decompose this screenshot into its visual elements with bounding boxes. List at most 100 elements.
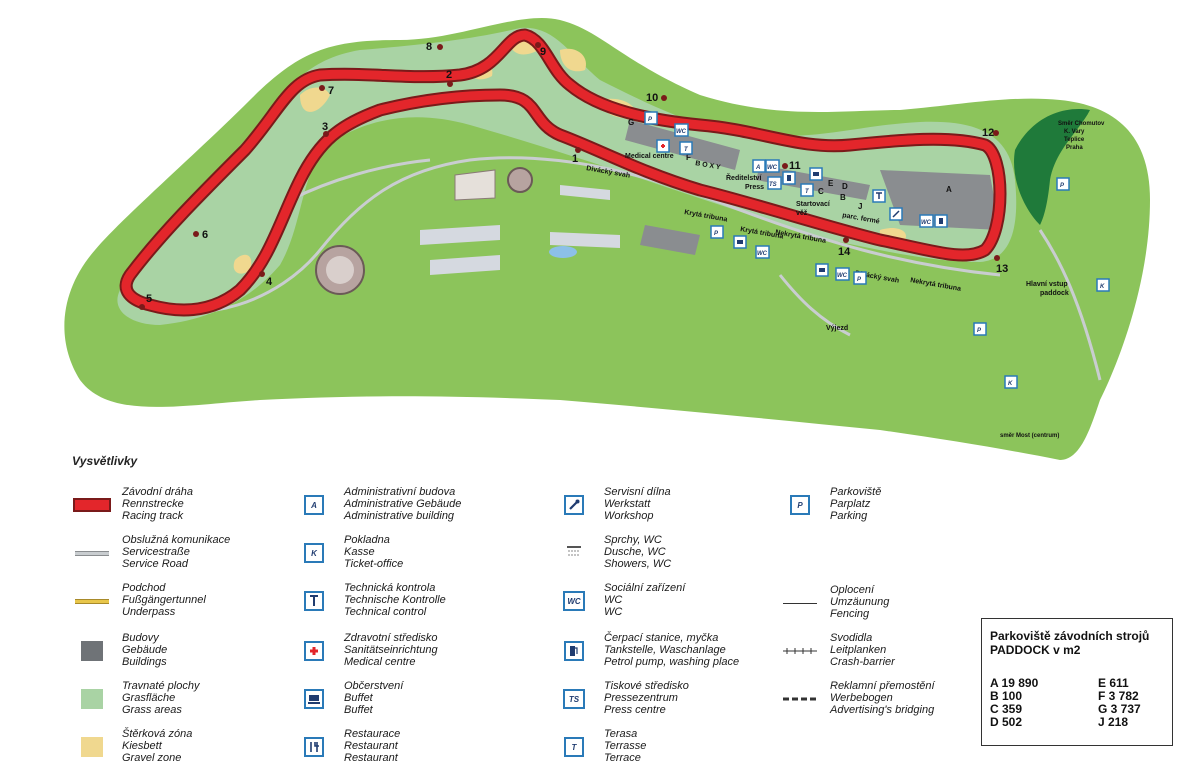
turn-numbers: 1 2 3 4 5 6 7 8 9 10 11 12 13 14 [146, 41, 1008, 305]
terrace-icon: T [679, 141, 693, 155]
svg-text:D: D [842, 182, 848, 191]
circuit-map: 1 2 3 4 5 6 7 8 9 10 11 12 13 14 Divácký… [64, 17, 1150, 461]
svg-text:13: 13 [996, 263, 1008, 275]
svg-text:P: P [648, 117, 653, 123]
technical-control-icon [872, 189, 886, 203]
buffet-icon [809, 167, 823, 181]
turn-markers [139, 42, 1000, 310]
svg-text:8: 8 [426, 41, 432, 53]
svg-text:WC: WC [921, 220, 932, 226]
svg-text:1: 1 [572, 153, 578, 165]
paddock-col-right: E 611 F 3 782 G 3 737 J 218 [1098, 676, 1141, 729]
svg-text:WC: WC [767, 165, 778, 171]
advertising-bridge-swatch [783, 697, 817, 701]
wc-icon: WC [919, 214, 934, 228]
svg-text:WC: WC [837, 273, 848, 279]
ticket-icon: K [304, 543, 324, 563]
svg-text:WC: WC [757, 251, 768, 257]
legend-title: Vysvětlivky [72, 454, 138, 468]
underpass-swatch [75, 598, 109, 604]
svg-text:K. Vary: K. Vary [1064, 129, 1085, 135]
direction-chomutov: Směr Chomutov K. Vary Teplice Praha [1058, 121, 1105, 151]
svg-text:F: F [686, 153, 691, 162]
svg-text:WC: WC [676, 129, 687, 135]
medical-icon [656, 139, 670, 153]
svg-text:2: 2 [446, 69, 452, 81]
svg-text:K: K [1100, 284, 1105, 290]
technical-control-icon [304, 591, 324, 611]
petrol-pump-icon [564, 641, 584, 661]
svg-text:11: 11 [789, 160, 801, 172]
svg-text:10: 10 [646, 92, 658, 104]
parking-icon: P [644, 111, 658, 125]
wc-icon: WC [765, 159, 780, 173]
terrace-icon: T [564, 737, 584, 757]
svg-text:T: T [684, 147, 689, 153]
svg-text:Startovací: Startovací [796, 201, 831, 208]
svg-text:Press: Press [745, 184, 764, 191]
wc-icon: WC [674, 123, 689, 137]
svg-text:P: P [857, 277, 862, 283]
parking-icon: P [853, 271, 867, 285]
svg-text:14: 14 [838, 246, 851, 258]
svg-text:směr Most (centrum): směr Most (centrum) [1000, 433, 1059, 439]
svg-text:paddock: paddock [1040, 290, 1069, 297]
restaurant-icon [304, 737, 324, 757]
paddock-letters: A B C D E F G J [628, 118, 952, 211]
svg-text:Medical centre: Medical centre [625, 153, 674, 160]
svg-text:Směr Chomutov: Směr Chomutov [1058, 121, 1105, 127]
svg-text:věž: věž [796, 210, 808, 217]
press-centre-icon: TS [563, 689, 585, 709]
svg-text:3: 3 [322, 121, 328, 133]
svg-text:5: 5 [146, 293, 152, 305]
parking-icon: P [973, 322, 987, 336]
svg-text:G: G [628, 118, 634, 127]
svg-text:T: T [805, 189, 810, 195]
svg-text:P: P [1060, 183, 1065, 189]
svg-text:9: 9 [540, 46, 546, 58]
admin-icon: A [304, 495, 324, 515]
svg-text:TS: TS [769, 182, 777, 188]
infield-structures [315, 167, 620, 295]
wc-icon: WC [755, 245, 770, 259]
terrace-icon: T [800, 183, 814, 197]
svg-text:Ředitelství: Ředitelství [726, 173, 762, 182]
paddock-title: Parkoviště závodních strojů PADDOCK v m2 [990, 629, 1150, 657]
svg-text:Teplice: Teplice [1064, 137, 1085, 143]
admin-icon: A [752, 159, 766, 173]
svg-text:A: A [755, 165, 760, 171]
track-swatch [73, 498, 111, 512]
svg-text:A: A [946, 185, 952, 194]
paddock-col-left: A 19 890 B 100 C 359 D 502 [990, 676, 1039, 729]
wc-icon: WC [563, 591, 585, 611]
wc-icon: WC [835, 267, 850, 281]
building-swatch [81, 641, 103, 661]
svg-text:B: B [840, 193, 846, 202]
crash-barrier-swatch [783, 648, 817, 654]
svg-text:B O X Y: B O X Y [695, 160, 722, 171]
svg-text:Hlavní vstup: Hlavní vstup [1026, 281, 1068, 288]
svg-text:12: 12 [982, 127, 994, 139]
wrench-icon [564, 495, 584, 515]
ticket-icon: K [1004, 375, 1018, 389]
svg-text:7: 7 [328, 85, 334, 97]
buffet-icon [815, 263, 829, 277]
infield-grass [117, 27, 1017, 325]
gravel-swatch [81, 737, 103, 757]
svg-text:4: 4 [266, 276, 273, 288]
